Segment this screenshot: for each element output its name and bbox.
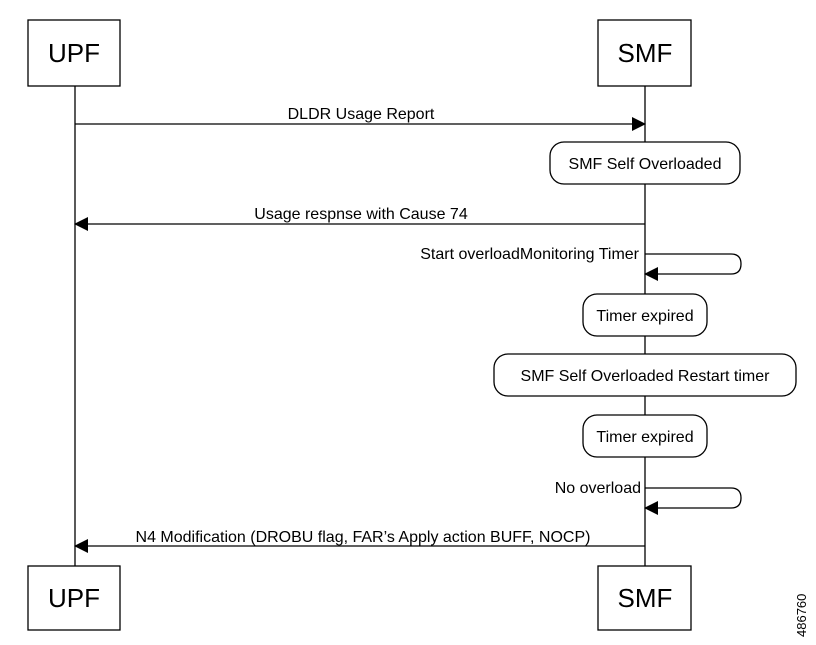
state-timer-expired-2: Timer expired [582,414,708,458]
self-message-start-timer: Start overloadMonitoring Timer [420,246,742,281]
message-n4-modification: N4 Modification (DROBU flag, FAR’s Apply… [74,529,645,553]
state-smf-self-overloaded: SMF Self Overloaded [549,141,741,185]
message-label: N4 Modification (DROBU flag, FAR’s Apply… [136,529,591,546]
state-timer-expired-1: Timer expired [582,293,708,337]
message-label: Usage respnse with Cause 74 [254,206,468,223]
figure-id: 486760 [794,594,809,637]
state-label: SMF Self Overloaded Restart timer [521,368,771,385]
state-restart-timer: SMF Self Overloaded Restart timer [493,353,797,397]
state-label: Timer expired [596,308,693,325]
state-label: SMF Self Overloaded [569,156,722,173]
message-label: Start overloadMonitoring Timer [420,246,639,263]
smf-box-bottom: SMF [597,565,692,631]
message-label: DLDR Usage Report [288,106,435,123]
smf-label-top: SMF [618,38,673,68]
message-usage-response: Usage respnse with Cause 74 [74,206,645,231]
state-label: Timer expired [596,429,693,446]
message-label: No overload [555,480,641,497]
self-message-no-overload: No overload [555,480,742,515]
upf-label-bottom: UPF [48,583,100,613]
smf-box-top: SMF [597,19,692,87]
upf-box-bottom: UPF [27,565,121,631]
upf-label-top: UPF [48,38,100,68]
upf-box-top: UPF [27,19,121,87]
message-dldr-usage-report: DLDR Usage Report [75,106,646,131]
smf-label-bottom: SMF [618,583,673,613]
